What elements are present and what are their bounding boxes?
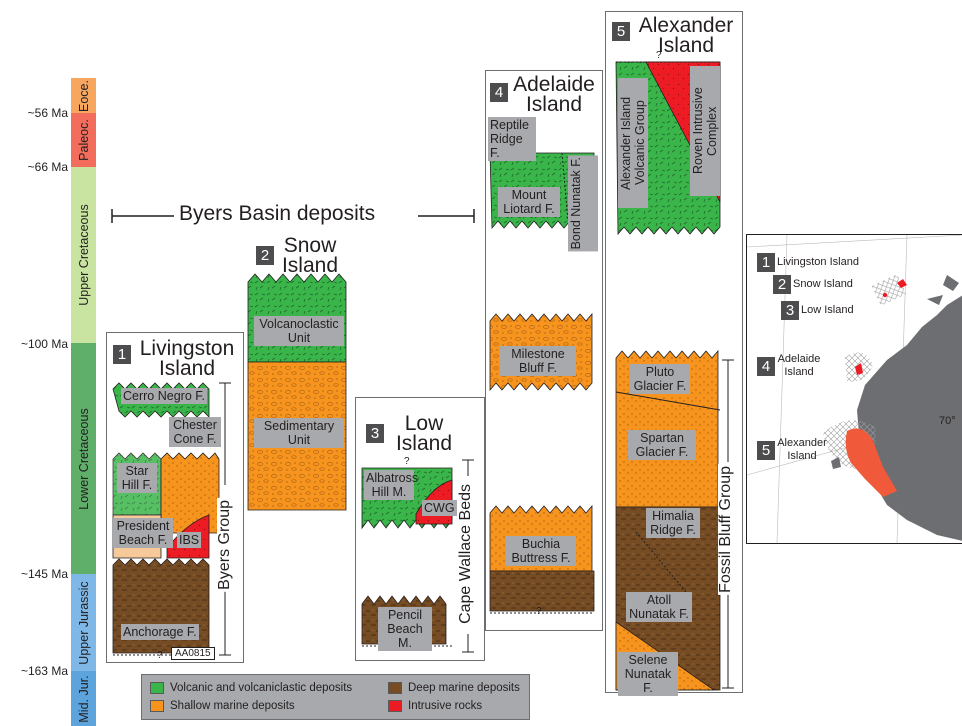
column-title-1: Livingston Island [139, 337, 235, 380]
unit-albatross: Albatross Hill M. [364, 470, 419, 500]
snow-strata [247, 273, 347, 511]
legend-swatch-intrusive [388, 700, 402, 712]
column-alexander: 5 Alexander Island ? Alexander Island Vo… [605, 11, 743, 696]
legend-swatch-shallow [150, 700, 164, 712]
column-adelaide: 4 Adelaide Island Reptile Ridge F. Mount… [485, 70, 603, 631]
unit-buchia-buttress: Buchia Buttress F. [506, 536, 576, 566]
column-title-5: Alexander Island [638, 14, 734, 57]
era-paleocene: Paleoc. [71, 113, 96, 167]
byers-basin-label: Byers Basin deposits [179, 202, 376, 225]
fossil-bluff-label: Fossil Bluff Group [717, 464, 734, 595]
legend-intrusive: Intrusive rocks [388, 700, 482, 712]
map-latitude: 70° [939, 415, 956, 427]
unit-anchorage: Anchorage F. [121, 624, 199, 640]
map-number-2: 2 [773, 275, 791, 294]
cape-wallace-label: Cape Wallace Beds [457, 482, 474, 626]
unit-cerro-negro: Cerro Negro F. [121, 388, 207, 404]
map-label-adelaide: Adelaide Island [777, 353, 821, 378]
map-number-1: 1 [757, 253, 775, 272]
unit-chester-cone: Chester Cone F. [169, 417, 221, 447]
era-upper-jurassic: Upper Jurassic [71, 574, 96, 671]
unit-ibs: IBS [177, 532, 202, 548]
column-number-5: 5 [612, 22, 630, 41]
era-mid-jurassic: Mid. Jur. [71, 671, 96, 726]
unit-roven-intrusive: Roven Intrusive Complex [690, 66, 720, 196]
age-66: ~66 Ma [27, 160, 68, 174]
era-lower-cretaceous: Lower Cretaceous [71, 343, 96, 574]
map-number-3: 3 [781, 301, 799, 320]
column-number-4: 4 [490, 83, 508, 102]
age-100: ~100 Ma [20, 337, 68, 351]
unit-cwg: CWG [422, 500, 457, 516]
question-mark: ? [157, 650, 163, 661]
legend-volcanic: Volcanic and volcaniclastic deposits [150, 682, 352, 694]
legend: Volcanic and volcaniclastic deposits Sha… [141, 674, 530, 720]
column-number-1: 1 [113, 345, 131, 364]
age-163: ~163 Ma [20, 664, 68, 678]
unit-pluto-glacier: Pluto Glacier F. [630, 364, 690, 394]
column-title-3: Low Island [395, 412, 453, 455]
column-livingston: 1 Livingston Island Cerro Negro F. Chest… [106, 332, 244, 663]
unit-alexander-volcanic: Alexander Island Volcanic Group [618, 78, 648, 208]
column-low: 3 Low Island ? Albatross Hill M. CWG Pen… [355, 397, 485, 661]
age-56: ~56 Ma [27, 106, 68, 120]
unit-atoll-nunatak: Atoll Nunatak F. [626, 592, 692, 622]
question-mark: ? [536, 606, 542, 617]
era-upper-cretaceous: Upper Cretaceous [71, 167, 96, 343]
unit-president-beach: President Beach F. [113, 518, 173, 548]
legend-swatch-volcanic [150, 682, 164, 694]
column-title-2: Snow Island [281, 234, 339, 277]
unit-star-hill: Star Hill F. [117, 463, 157, 493]
question-mark: ? [404, 456, 410, 467]
byers-group-label: Byers Group [216, 498, 233, 592]
unit-volcanoclastic: Volcanoclastic Unit [254, 316, 344, 346]
byers-basin-bracket: Byers Basin deposits [110, 202, 476, 228]
legend-shallow: Shallow marine deposits [150, 700, 295, 712]
legend-swatch-deep [388, 682, 402, 694]
unit-reptile-ridge: Reptile Ridge F. [488, 117, 536, 161]
era-eocene: Eoce. [71, 78, 96, 113]
column-title-4: Adelaide Island [513, 73, 595, 116]
unit-bond-nunatak: Bond Nunatak F. [568, 155, 598, 252]
column-number-2: 2 [256, 246, 274, 265]
map-inset: 1 Livingston Island 2 Snow Island 3 Low … [746, 234, 962, 544]
question-mark: ? [656, 50, 662, 61]
timescale: ~56 Ma ~66 Ma ~100 Ma ~145 Ma ~163 Ma Eo… [0, 0, 100, 726]
legend-deep: Deep marine deposits [388, 682, 520, 694]
unit-himalia-ridge: Himalia Ridge F. [646, 508, 700, 538]
map-label-alexander: Alexander Island [777, 437, 827, 462]
unit-selene-nunatak: Selene Nunatak F. [618, 652, 678, 696]
column-snow: 2 Snow Island Volcanoclastic Unit Sedime… [242, 232, 352, 512]
map-label-livingston: Livingston Island [777, 256, 859, 268]
byers-basin-line-icon [111, 209, 475, 223]
age-145: ~145 Ma [20, 567, 68, 581]
unit-pencil-beach: Pencil Beach M. [378, 607, 432, 651]
unit-spartan-glacier: Spartan Glacier F. [628, 430, 696, 460]
unit-milestone-bluff: Milestone Bluff F. [500, 346, 576, 376]
map-number-4: 4 [757, 357, 775, 376]
unit-mount-liotard: Mount Liotard F. [498, 187, 560, 217]
map-label-snow: Snow Island [793, 278, 853, 290]
sample-label: AA0815 [171, 647, 215, 660]
map-number-5: 5 [757, 441, 775, 460]
unit-sedimentary: Sedimentary Unit [254, 418, 344, 448]
antarctic-peninsula-map [747, 235, 962, 543]
map-label-low: Low Island [801, 304, 854, 316]
column-number-3: 3 [366, 424, 384, 443]
